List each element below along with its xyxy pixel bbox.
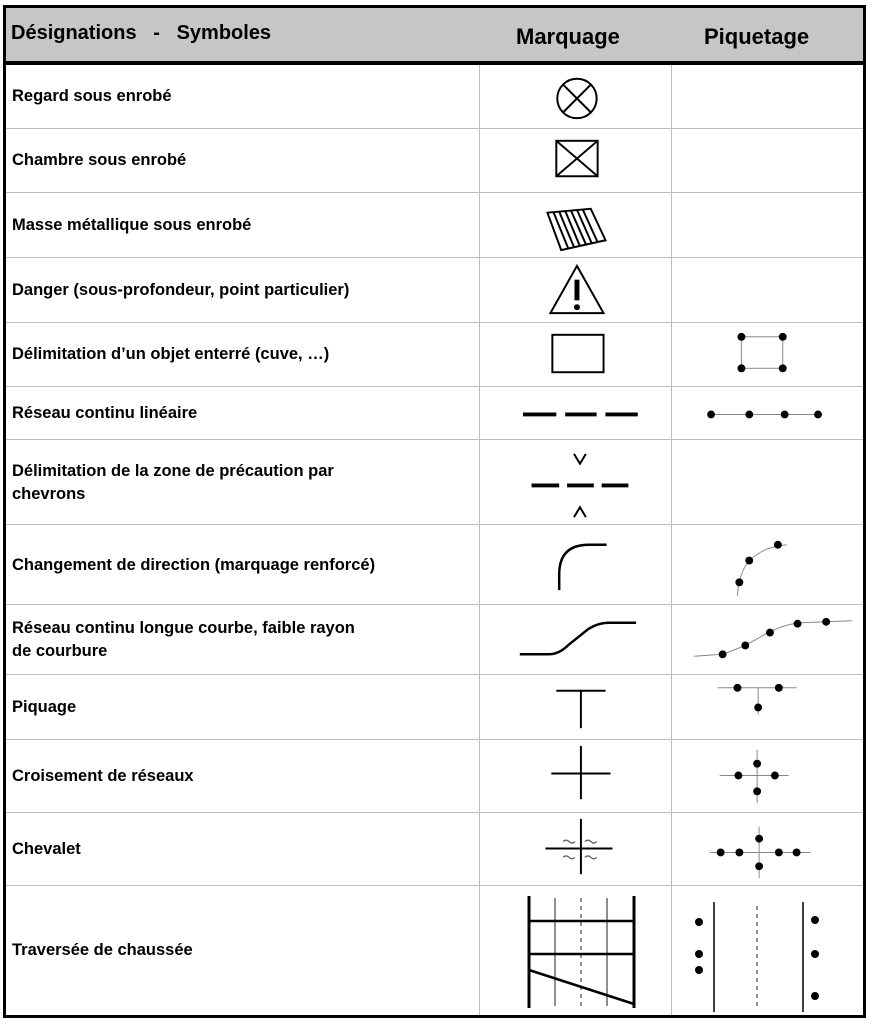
- header-marquage: Marquage: [516, 24, 620, 49]
- square-cross-icon: [479, 129, 671, 192]
- row-label: Regard sous enrobé: [12, 87, 172, 105]
- four-corner-dots-icon: [671, 323, 863, 386]
- table-row: Réseau continu longue courbe, faible ray…: [6, 605, 863, 675]
- chevron-dashed-icon: [479, 440, 671, 524]
- row-label: Délimitation de la zone de précaution pa…: [12, 462, 334, 503]
- column-divider: [479, 65, 480, 1015]
- rectangle-outline-icon: [479, 323, 671, 386]
- curved-dots-icon: [671, 525, 863, 604]
- circle-cross-icon: [479, 65, 671, 128]
- road-crossing-dots-icon: [671, 886, 863, 1015]
- table-row: Regard sous enrobé: [6, 65, 863, 129]
- s-curve-icon: [479, 605, 671, 674]
- chevalet-icon: [479, 813, 671, 885]
- row-label: Danger (sous-profondeur, point particuli…: [12, 281, 350, 299]
- symbols-table: Désignations - Symboles Marquage Piqueta…: [3, 5, 866, 1018]
- table-row: Changement de direction (marquage renfor…: [6, 525, 863, 605]
- row-label: Délimitation d’un objet enterré (cuve, ……: [12, 345, 330, 363]
- table-row: Réseau continu linéaire: [6, 387, 863, 440]
- s-curve-dots-icon: [671, 605, 863, 674]
- table-row: Chambre sous enrobé: [6, 129, 863, 193]
- column-divider: [671, 65, 672, 1015]
- table-header: Désignations - Symboles Marquage Piqueta…: [6, 8, 863, 65]
- curved-corner-icon: [479, 525, 671, 604]
- header-designations: Désignations - Symboles: [11, 22, 272, 44]
- table-row: Chevalet: [6, 813, 863, 886]
- table-row: Traversée de chaussée: [6, 886, 863, 1015]
- table-row: Danger (sous-profondeur, point particuli…: [6, 258, 863, 323]
- table-row: Piquage: [6, 675, 863, 740]
- row-label: Réseau continu linéaire: [12, 404, 198, 422]
- warning-triangle-icon: [479, 258, 671, 322]
- row-label: Piquage: [12, 698, 77, 716]
- row-label: Changement de direction (marquage renfor…: [12, 556, 376, 574]
- chevalet-dots-icon: [671, 813, 863, 885]
- cross-junction-icon: [479, 740, 671, 812]
- row-label: Réseau continu longue courbe, faible ray…: [12, 619, 355, 660]
- table-row: Masse métallique sous enrobé: [6, 193, 863, 258]
- cross-dots-icon: [671, 740, 863, 812]
- row-label: Chevalet: [12, 840, 81, 858]
- road-crossing-icon: [479, 886, 671, 1015]
- row-label: Chambre sous enrobé: [12, 151, 187, 169]
- header-piquetage: Piquetage: [704, 24, 810, 49]
- t-junction-dots-icon: [671, 675, 863, 739]
- row-label: Croisement de réseaux: [12, 767, 194, 785]
- hatched-parallelogram-icon: [479, 193, 671, 257]
- table-row: Croisement de réseaux: [6, 740, 863, 813]
- dashed-line-icon: [479, 387, 671, 439]
- table-row: Délimitation d’un objet enterré (cuve, ……: [6, 323, 863, 387]
- row-label: Masse métallique sous enrobé: [12, 216, 252, 234]
- row-label: Traversée de chaussée: [12, 941, 193, 959]
- table-row: Délimitation de la zone de précaution pa…: [6, 440, 863, 525]
- dotted-line-icon: [671, 387, 863, 439]
- t-junction-icon: [479, 675, 671, 739]
